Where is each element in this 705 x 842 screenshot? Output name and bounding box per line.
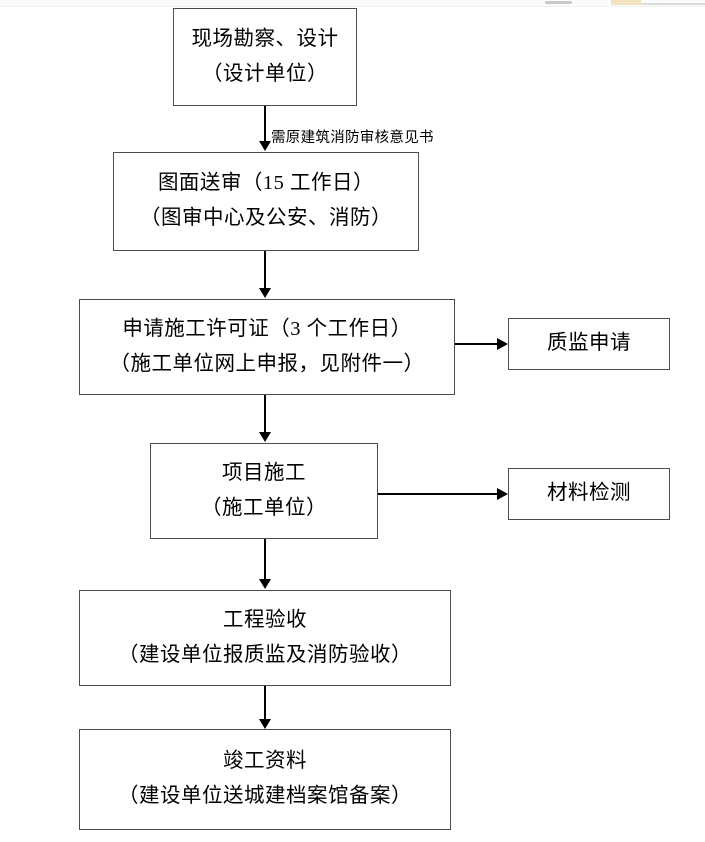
chrome-tan-tab [611, 0, 641, 5]
node-drawing-review: 图面送审（15 工作日） （图审中心及公安、消防） [113, 152, 419, 251]
node-material-testing-label: 材料检测 [547, 482, 631, 505]
node-project-acceptance-line1: 工程验收 [223, 608, 307, 631]
node-project-construction-line2: （施工单位） [201, 496, 327, 519]
connector-survey-to-review-line [264, 106, 266, 142]
node-drawing-review-line1: 图面送审（15 工作日） [157, 172, 375, 195]
node-construction-permit-line1: 申请施工许可证（3 个工作日） [122, 317, 412, 340]
node-quality-supervision-application-label: 质监申请 [547, 332, 631, 355]
node-site-survey-design: 现场勘察、设计 （设计单位） [173, 8, 357, 106]
connector-construction-to-material-arrow [497, 488, 508, 500]
node-material-testing: 材料检测 [508, 468, 670, 520]
node-project-acceptance-line2: （建设单位报质监及消防验收） [118, 643, 412, 666]
node-completion-records-line2: （建设单位送城建档案馆备案） [118, 785, 412, 807]
connector-review-to-permit-arrow [259, 288, 271, 298]
node-construction-permit: 申请施工许可证（3 个工作日） （施工单位网上申报，见附件一） [79, 299, 455, 395]
node-completion-records: 竣工资料 （建设单位送城建档案馆备案） [79, 729, 451, 830]
chrome-grey-bar [641, 3, 705, 5]
browser-chrome-strip [0, 0, 705, 7]
connector-permit-to-construction-line [264, 395, 266, 433]
connector-survey-to-review-arrow [259, 141, 271, 151]
connector-permit-to-quality-line [455, 343, 502, 345]
connector-construction-to-acceptance-arrow [259, 579, 271, 589]
connector-construction-to-material-line [378, 493, 502, 495]
node-construction-permit-line2: （施工单位网上申报，见附件一） [109, 352, 425, 375]
node-project-construction-line1: 项目施工 [222, 461, 306, 484]
node-project-construction: 项目施工 （施工单位） [150, 443, 378, 539]
edge-label-fire-review-opinion: 需原建筑消防审核意见书 [271, 130, 434, 146]
connector-acceptance-to-records-arrow [259, 719, 271, 729]
connector-permit-to-quality-arrow [497, 338, 508, 350]
node-quality-supervision-application: 质监申请 [508, 318, 670, 370]
node-site-survey-design-line1: 现场勘察、设计 [191, 27, 339, 50]
connector-construction-to-acceptance-line [264, 539, 266, 580]
node-site-survey-design-line2: （设计单位） [202, 62, 328, 85]
chrome-pill-indicator [545, 1, 572, 4]
node-drawing-review-line2: （图审中心及公安、消防） [140, 207, 392, 229]
connector-review-to-permit-line [264, 251, 266, 289]
node-completion-records-line1: 竣工资料 [223, 750, 307, 773]
connector-permit-to-construction-arrow [259, 432, 271, 442]
node-project-acceptance: 工程验收 （建设单位报质监及消防验收） [79, 590, 451, 686]
connector-acceptance-to-records-line [264, 686, 266, 721]
